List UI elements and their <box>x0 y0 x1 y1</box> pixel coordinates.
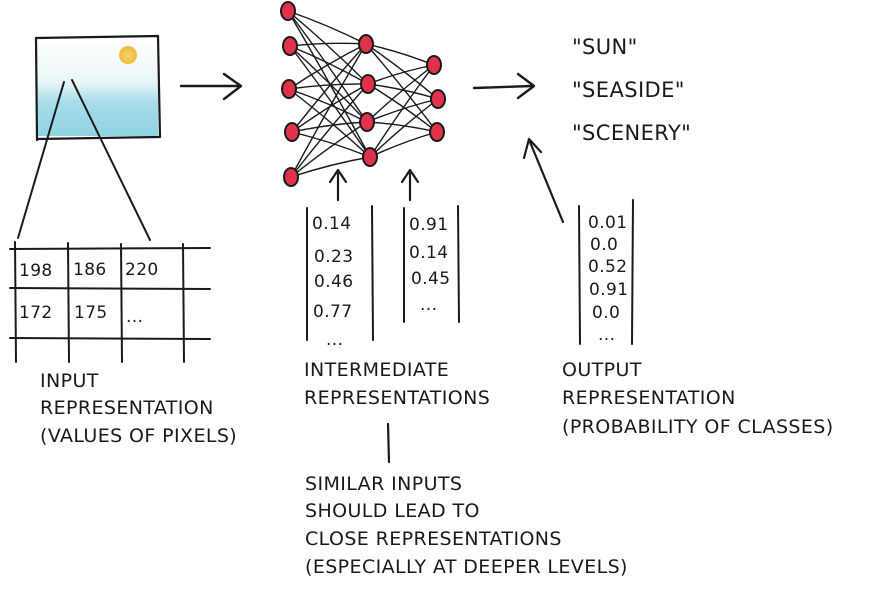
neuron-layer-1 <box>280 1 296 21</box>
sun-icon <box>119 46 137 64</box>
vector-b-value: 0.45 <box>411 269 450 289</box>
output-value: 0.01 <box>588 213 627 233</box>
arrow-network-to-output <box>472 72 536 100</box>
pixel-value: 172 <box>19 303 53 323</box>
neuron-layer-3 <box>429 122 445 142</box>
network-connection <box>365 43 439 100</box>
arrow-output-to-classes <box>522 137 565 224</box>
network-connection <box>287 10 367 45</box>
network-connection <box>369 131 438 158</box>
network-connection <box>288 88 371 158</box>
output-label-line: OUTPUT <box>562 359 642 381</box>
network-connection <box>288 43 367 90</box>
network-connection <box>289 45 368 123</box>
vector-b-value: 0.14 <box>409 243 448 263</box>
note-connector-line <box>386 422 391 464</box>
vector-a-value: 0.23 <box>314 247 353 267</box>
network-connection <box>365 43 438 133</box>
arrow-input-to-network <box>179 72 243 101</box>
vector-b-value: 0.91 <box>409 215 448 235</box>
pixel-grid <box>9 241 211 363</box>
neuron-layer-3 <box>430 89 446 109</box>
pixel-value: ... <box>126 307 143 327</box>
neuron-layer-1 <box>283 167 299 187</box>
network-connection <box>289 45 371 158</box>
network-connection <box>288 88 368 123</box>
network-connection <box>367 83 439 100</box>
network-connection <box>287 10 369 85</box>
vector-a-value: 0.14 <box>312 214 351 234</box>
neuron-layer-1 <box>282 36 298 56</box>
neuron-layer-2 <box>359 112 375 132</box>
output-value: 0.52 <box>588 257 627 277</box>
network-connection <box>287 10 368 123</box>
output-label-line: (PROBABILITY OF CLASSES) <box>562 416 834 438</box>
neuron-layer-1 <box>284 122 300 142</box>
zoom-line-right <box>71 79 151 241</box>
neuron-layer-2 <box>360 74 376 94</box>
note-line: CLOSE REPRESENTATIONS <box>305 528 562 550</box>
neuron-layer-2 <box>358 34 374 54</box>
pixel-value: 186 <box>73 260 107 280</box>
input-label-line: INPUT <box>40 370 99 392</box>
class-label-sun: "SUN" <box>572 35 638 59</box>
pixel-value: 175 <box>74 303 108 323</box>
neuron-layer-2 <box>362 147 378 167</box>
output-value: 0.0 <box>590 235 618 255</box>
class-label-seaside: "SEASIDE" <box>572 78 685 102</box>
output-vector-brackets <box>578 199 634 345</box>
input-image <box>34 34 162 142</box>
pixel-value: 220 <box>125 260 159 280</box>
arrow-vector-b-to-network <box>400 168 420 202</box>
output-value: 0.91 <box>589 280 628 300</box>
intermediate-label-line: INTERMEDIATE <box>304 359 449 381</box>
vector-a-value: 0.77 <box>313 302 352 322</box>
output-value: 0.0 <box>592 303 620 323</box>
vector-a-value: 0.46 <box>314 272 353 292</box>
network-connection <box>289 45 369 85</box>
network-connection <box>290 83 369 178</box>
network-connection <box>291 43 367 133</box>
network-connection <box>290 43 367 178</box>
network-connection <box>367 64 435 85</box>
vector-a-value: ... <box>326 330 343 350</box>
output-value: ... <box>598 325 615 345</box>
intermediate-label-line: REPRESENTATIONS <box>304 387 490 409</box>
vector-b-value: ... <box>420 295 437 315</box>
note-line: SHOULD LEAD TO <box>305 500 480 522</box>
neuron-layer-1 <box>281 79 297 99</box>
pixel-value: 198 <box>19 261 53 281</box>
class-label-scenery: "SCENERY" <box>572 121 691 145</box>
arrow-vector-a-to-network <box>328 168 348 202</box>
network-connection <box>369 64 435 158</box>
network-connection <box>365 43 435 66</box>
note-line: (ESPECIALLY AT DEEPER LEVELS) <box>305 556 628 578</box>
input-label-line: REPRESENTATION <box>40 397 214 419</box>
output-label-line: REPRESENTATION <box>562 387 736 409</box>
vector-b-brackets <box>403 205 460 323</box>
neural-network <box>280 1 446 187</box>
vector-a-brackets <box>306 205 374 341</box>
network-connection <box>290 121 368 178</box>
neuron-layer-3 <box>426 55 442 75</box>
input-label-line: (VALUES OF PIXELS) <box>40 425 237 447</box>
note-line: SIMILAR INPUTS <box>305 473 462 495</box>
zoom-line-left <box>17 81 65 239</box>
